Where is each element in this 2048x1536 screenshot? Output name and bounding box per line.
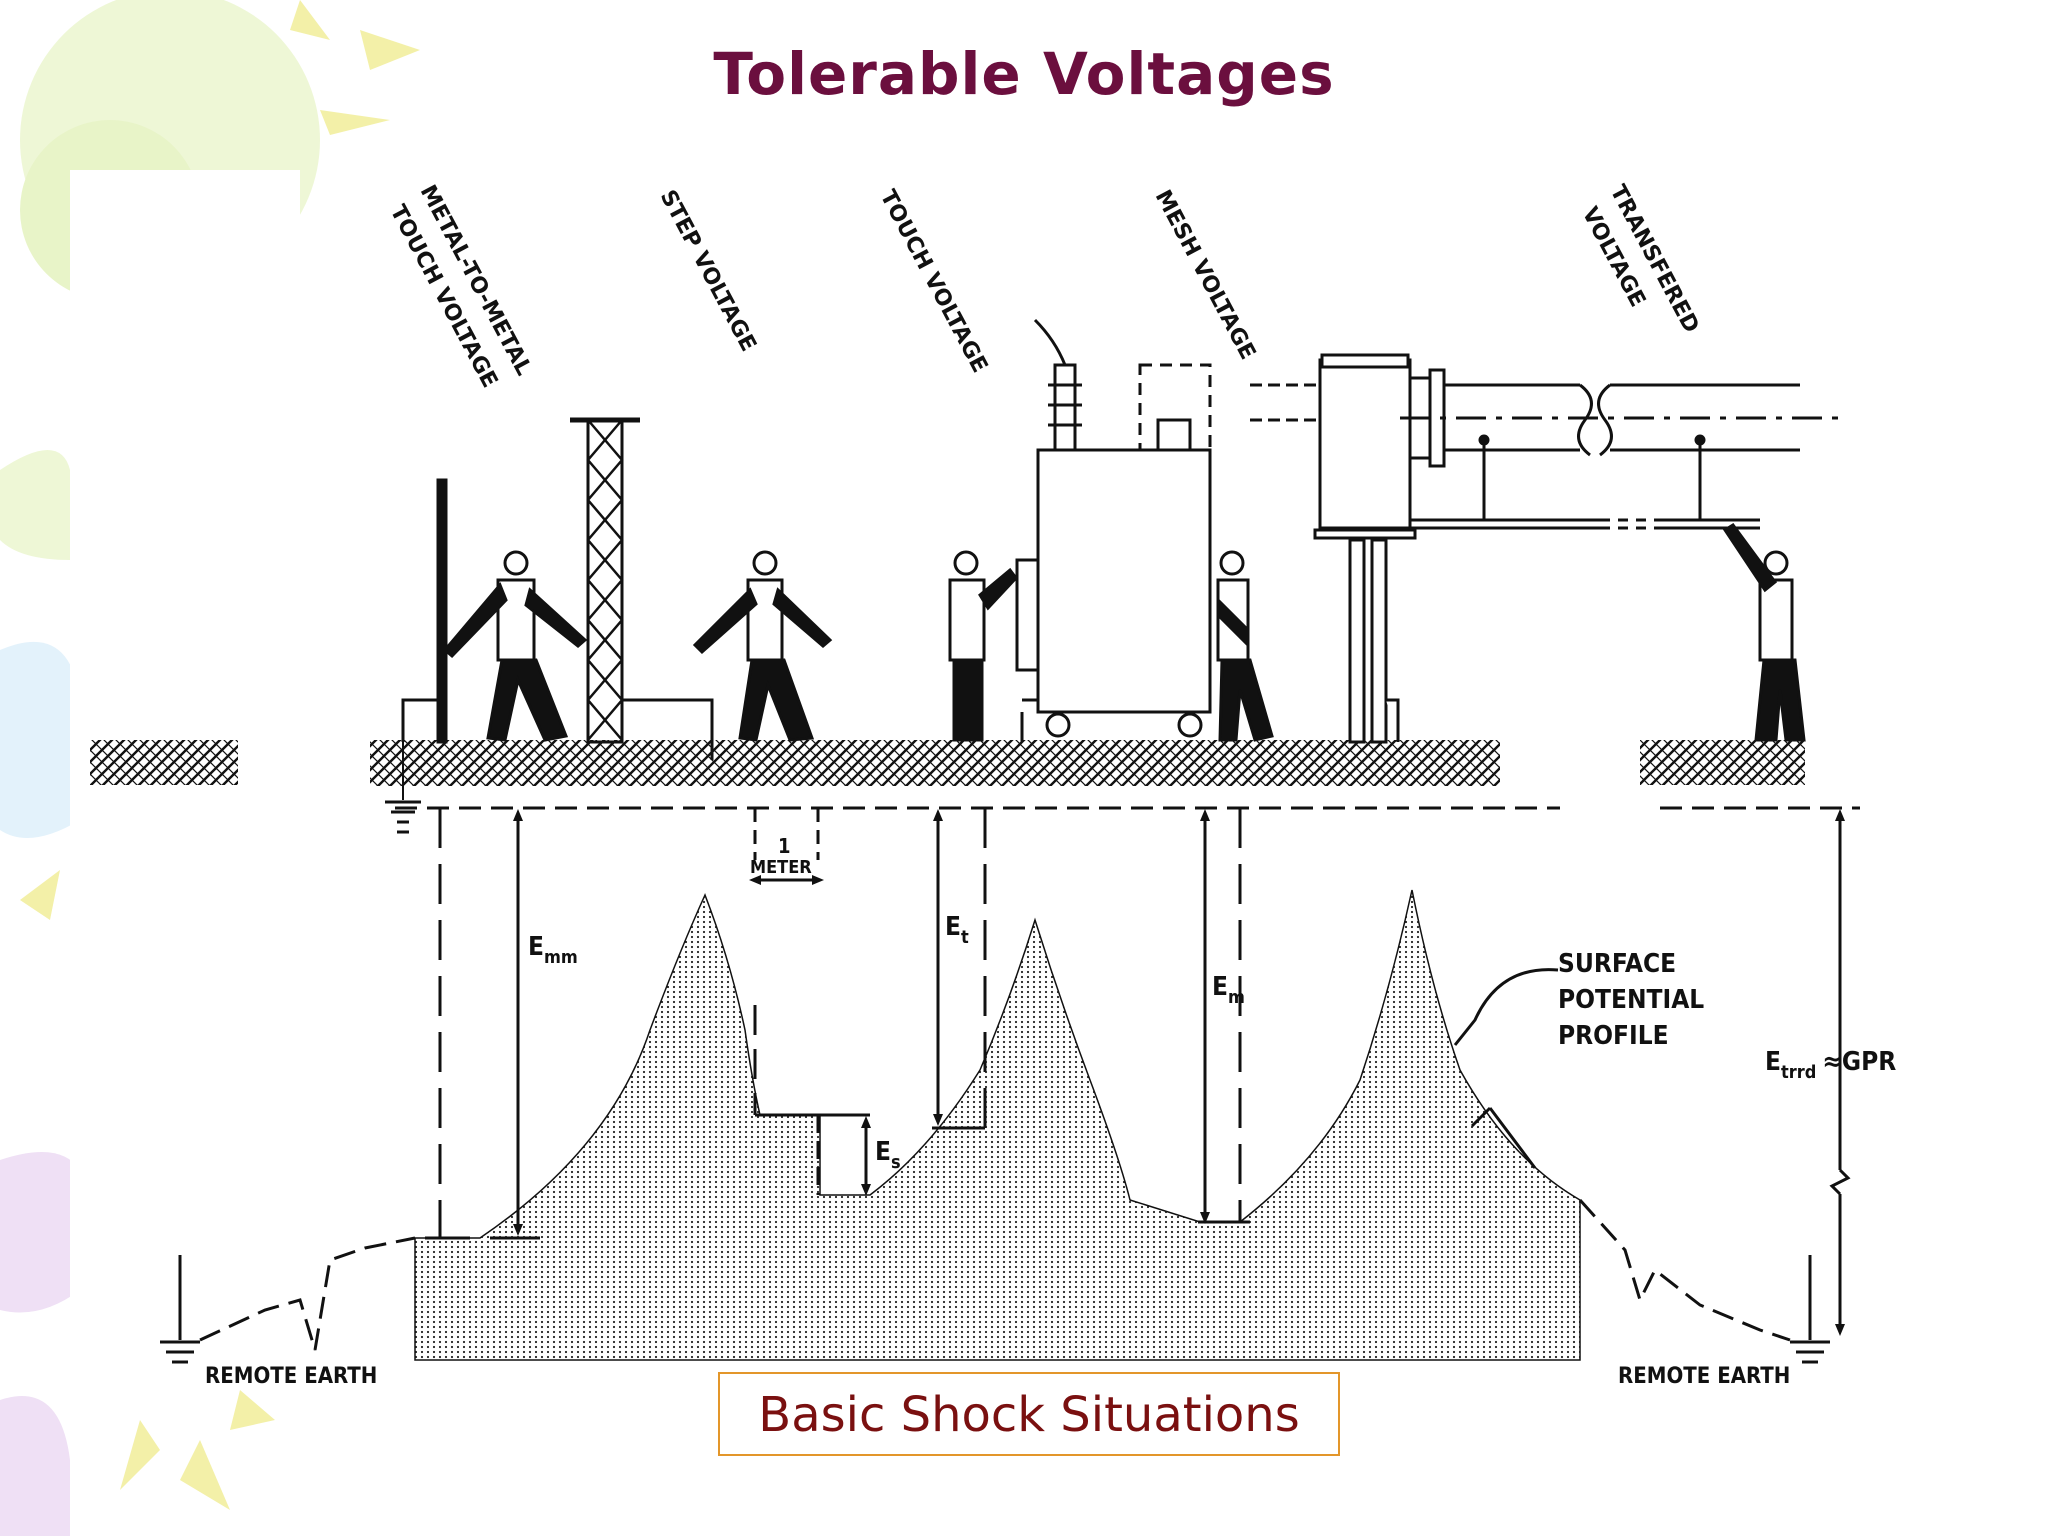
meter-number: 1 bbox=[778, 834, 791, 858]
label-e-mm: Emm bbox=[528, 932, 578, 968]
ground-symbol-left-fence bbox=[385, 800, 421, 834]
surface-potential-profile bbox=[414, 889, 1581, 1361]
breaker-and-pipe bbox=[1250, 353, 1840, 744]
label-remote-earth-left: REMOTE EARTH bbox=[205, 1364, 377, 1389]
label-mesh-voltage: MESH VOLTAGE bbox=[1150, 186, 1260, 364]
person-mesh-voltage bbox=[1216, 550, 1274, 742]
label-e-s: Es bbox=[875, 1137, 901, 1173]
measurement-lines bbox=[425, 808, 1851, 1336]
label-e-t: Et bbox=[945, 912, 969, 948]
person-metal-to-metal bbox=[442, 550, 588, 742]
label-surface: SURFACE bbox=[1558, 949, 1676, 979]
label-e-trrd: Etrrd≈GPR bbox=[1765, 1047, 1896, 1083]
label-e-m: Em bbox=[1212, 972, 1245, 1008]
meter-label: METER bbox=[750, 857, 812, 878]
label-profile: PROFILE bbox=[1558, 1021, 1669, 1051]
remote-earth-left bbox=[160, 1236, 416, 1364]
person-transferred-voltage bbox=[1722, 522, 1806, 742]
page-title: Tolerable Voltages bbox=[713, 40, 1335, 108]
label-step-voltage: STEP VOLTAGE bbox=[655, 186, 761, 356]
remote-earth-right bbox=[1578, 1198, 1830, 1364]
person-step-voltage bbox=[692, 550, 833, 742]
person-touch-voltage bbox=[948, 550, 1018, 742]
metal-to-metal-scene bbox=[401, 417, 714, 800]
ground-surface bbox=[90, 740, 1805, 786]
label-touch-voltage: TOUCH VOLTAGE bbox=[875, 186, 992, 377]
label-remote-earth-right: REMOTE EARTH bbox=[1618, 1364, 1790, 1389]
label-potential: POTENTIAL bbox=[1558, 985, 1704, 1015]
diagram-caption: Basic Shock Situations bbox=[718, 1372, 1340, 1456]
transformer bbox=[1015, 318, 1212, 742]
